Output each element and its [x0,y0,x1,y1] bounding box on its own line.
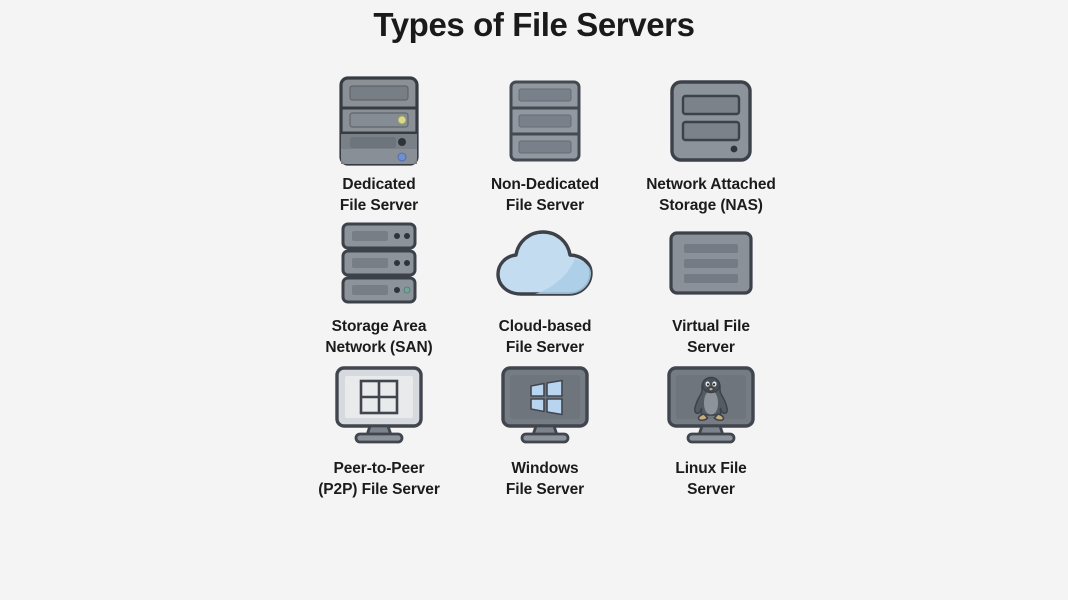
server-type-card-non-dedicated: Non-Dedicated File Server [462,74,628,216]
server-type-label: Dedicated File Server [339,176,419,214]
server-type-card-dedicated: Dedicated File Server [296,74,462,216]
non-dedicated-server-icon [508,74,582,168]
server-type-label: Virtual File Server [672,318,750,356]
server-type-label: Network Attached Storage (NAS) [646,176,776,214]
server-type-card-nas: Network Attached Storage (NAS) [628,74,794,216]
windows-monitor-icon [500,358,590,452]
server-type-card-virtual: Virtual File Server [628,216,794,358]
server-type-label: Peer-to-Peer (P2P) File Server [318,460,440,498]
san-rack-icon [340,216,418,310]
nas-icon [669,74,753,168]
server-type-label: Non-Dedicated File Server [490,176,600,214]
linux-penguin-monitor-icon [666,358,756,452]
server-type-card-windows: Windows File Server [462,358,628,500]
monitor-grid-icon [334,358,424,452]
server-type-card-cloud: Cloud-based File Server [462,216,628,358]
dedicated-server-icon [338,74,420,168]
page-title: Types of File Servers [373,6,695,43]
cloud-icon [495,216,595,310]
server-type-label: Linux File Server [675,460,747,498]
windows-logo-glyph [530,379,563,416]
server-type-card-linux: Linux File Server [628,358,794,500]
server-type-card-p2p: Peer-to-Peer (P2P) File Server [296,358,462,500]
server-types-grid: Dedicated File Server Non-Dedicated File… [296,74,796,500]
server-type-label: Storage Area Network (SAN) [325,318,433,356]
tux-penguin-glyph [694,376,728,421]
virtual-server-icon [668,216,754,310]
server-type-label: Windows File Server [505,460,585,498]
server-type-label: Cloud-based File Server [498,318,592,356]
server-type-card-san: Storage Area Network (SAN) [296,216,462,358]
